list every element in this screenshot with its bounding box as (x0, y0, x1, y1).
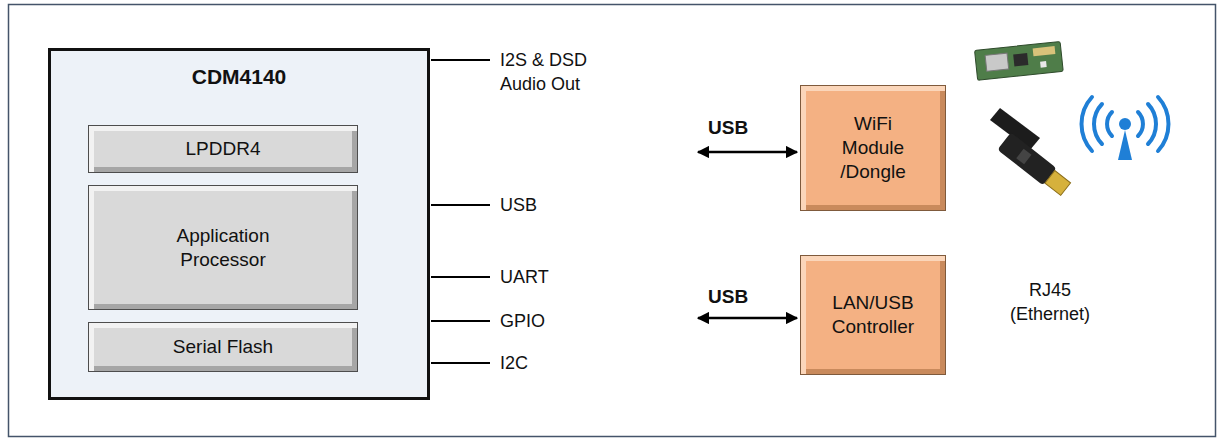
double-arrow (698, 317, 797, 320)
pcb-part (1040, 61, 1047, 68)
bus-name: USB (708, 285, 748, 309)
usb-arrows (698, 152, 797, 318)
signal-name: USB (500, 193, 537, 217)
antenna-mast (1118, 130, 1132, 160)
block-label: LPDDR4 (186, 137, 261, 161)
block-label: WiFi Module /Dongle (828, 112, 918, 184)
block-label: LAN/USB Controller (818, 291, 928, 339)
memory-block: LPDDR4 (88, 125, 358, 173)
wifi-dongle-picture (990, 108, 1072, 198)
module-title: CDM4140 (51, 51, 427, 89)
bus-name: USB (708, 116, 748, 140)
wifi-module-picture (975, 41, 1064, 80)
antenna-dot (1119, 118, 1131, 130)
leader-line (431, 362, 490, 364)
usb-plug (1045, 170, 1071, 195)
double-arrow (698, 151, 797, 154)
signal-name: GPIO (500, 309, 545, 333)
wave (1107, 112, 1112, 136)
wave (1094, 104, 1102, 144)
block-label: Application Processor (148, 224, 298, 272)
flash-block: Serial Flash (88, 322, 358, 372)
dongle-body (997, 132, 1056, 185)
pcb-shield (985, 53, 1009, 71)
lan-controller-box: LAN/USB Controller (800, 255, 946, 375)
leader-line (431, 59, 490, 61)
port-name: RJ45 (Ethernet) (992, 278, 1108, 326)
block-label: Serial Flash (173, 335, 273, 359)
wireless-icon (1082, 97, 1169, 160)
leader-line (431, 204, 490, 206)
wave (1138, 112, 1143, 136)
wave (1082, 97, 1092, 151)
wifi-module-box: WiFi Module /Dongle (800, 85, 946, 211)
signal-leaders (431, 60, 490, 363)
signal-name: I2C (500, 351, 528, 375)
leader-line (431, 276, 490, 278)
pcb-board (975, 41, 1064, 80)
processor-block: Application Processor (88, 185, 358, 310)
leader-line (431, 320, 490, 322)
dongle-detail (1016, 149, 1031, 165)
signal-name: I2S & DSD Audio Out (500, 48, 604, 96)
signal-name: UART (500, 265, 549, 289)
wave (1158, 97, 1168, 151)
pcb-chip (1013, 53, 1028, 66)
outer-frame (9, 5, 1216, 437)
pcb-antenna (1033, 46, 1056, 56)
wave (1148, 104, 1156, 144)
module-box: CDM4140LPDDR4Application ProcessorSerial… (48, 48, 430, 400)
